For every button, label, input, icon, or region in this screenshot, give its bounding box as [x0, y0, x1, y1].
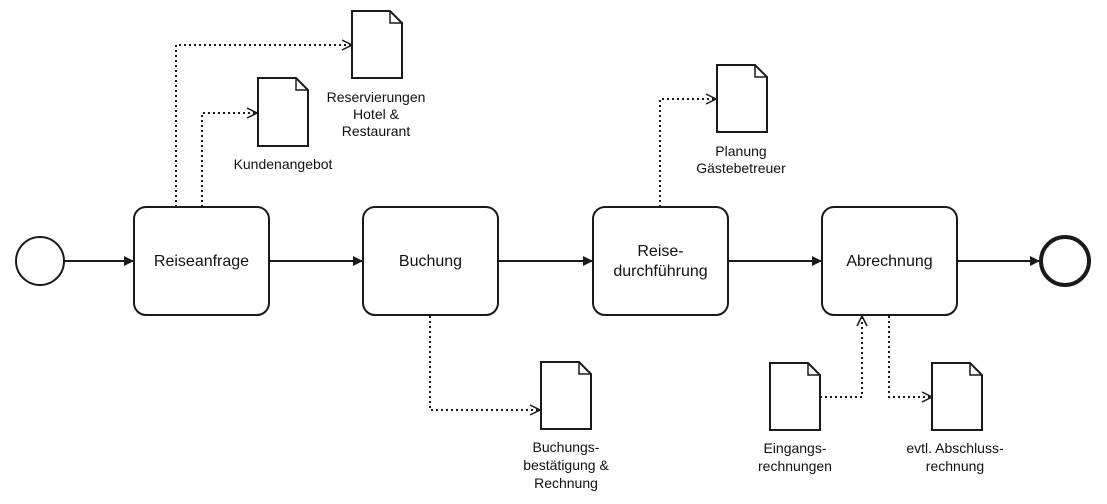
document-icon	[716, 64, 768, 133]
document-kundenangebot[interactable]: Kundenangebot	[234, 77, 333, 172]
association-reiseanfrage-to-reservierungen	[175, 45, 352, 207]
association-reisedurchfuehrung-to-planung	[659, 99, 716, 207]
document-icon	[351, 10, 403, 79]
task-reisedurchfuehrung-label-line2: durchführung	[613, 263, 707, 280]
association-reiseanfrage-to-kundenangebot	[201, 113, 257, 207]
task-reisedurchfuehrung-label-line1: Reise-	[637, 243, 683, 260]
document-eingangsrechnungen-label-line1: Eingangs-	[763, 440, 826, 456]
document-reservierungen-label-line3: Restaurant	[342, 123, 411, 139]
document-planung[interactable]: Planung Gästebetreuer	[696, 64, 786, 176]
task-buchung-label: Buchung	[399, 253, 462, 270]
document-buchungsbestaetigung-label-line1: Buchungs-	[533, 439, 600, 455]
document-abschlussrechnung[interactable]: evtl. Abschluss- rechnung	[906, 362, 1004, 474]
document-planung-label-line2: Gästebetreuer	[696, 160, 786, 176]
association-buchung-to-buchungsbestaetigung	[429, 316, 540, 410]
end-event	[1039, 235, 1091, 287]
document-buchungsbestaetigung[interactable]: Buchungs- bestätigung & Rechnung	[523, 361, 609, 491]
association-abrechnung-to-abschlussrechnung	[888, 316, 932, 397]
document-reservierungen-label-line1: Reservierungen	[327, 89, 426, 105]
document-abschlussrechnung-label-line1: evtl. Abschluss-	[906, 440, 1004, 456]
document-kundenangebot-label: Kundenangebot	[234, 156, 333, 172]
document-reservierungen[interactable]: Reservierungen Hotel & Restaurant	[327, 10, 426, 139]
task-reiseanfrage[interactable]: Reiseanfrage	[133, 206, 270, 316]
data-associations	[175, 45, 932, 410]
start-event	[15, 236, 65, 286]
task-buchung[interactable]: Buchung	[362, 206, 499, 316]
document-icon	[931, 362, 983, 431]
document-eingangsrechnungen[interactable]: Eingangs- rechnungen	[758, 362, 832, 474]
task-reisedurchfuehrung[interactable]: Reise- durchführung	[592, 206, 729, 316]
document-eingangsrechnungen-label-line2: rechnungen	[758, 458, 832, 474]
document-reservierungen-label-line2: Hotel &	[353, 106, 400, 122]
document-icon	[769, 362, 821, 431]
document-icon	[540, 361, 592, 430]
task-abrechnung[interactable]: Abrechnung	[821, 206, 958, 316]
task-abrechnung-label: Abrechnung	[846, 253, 932, 270]
document-icon	[257, 77, 309, 147]
document-abschlussrechnung-label-line2: rechnung	[926, 458, 984, 474]
association-eingangsrechnungen-to-abrechnung	[820, 316, 862, 398]
document-planung-label-line1: Planung	[715, 143, 766, 159]
task-reiseanfrage-label: Reiseanfrage	[154, 253, 249, 270]
document-buchungsbestaetigung-label-line2: bestätigung &	[523, 457, 609, 473]
document-buchungsbestaetigung-label-line3: Rechnung	[534, 475, 598, 491]
